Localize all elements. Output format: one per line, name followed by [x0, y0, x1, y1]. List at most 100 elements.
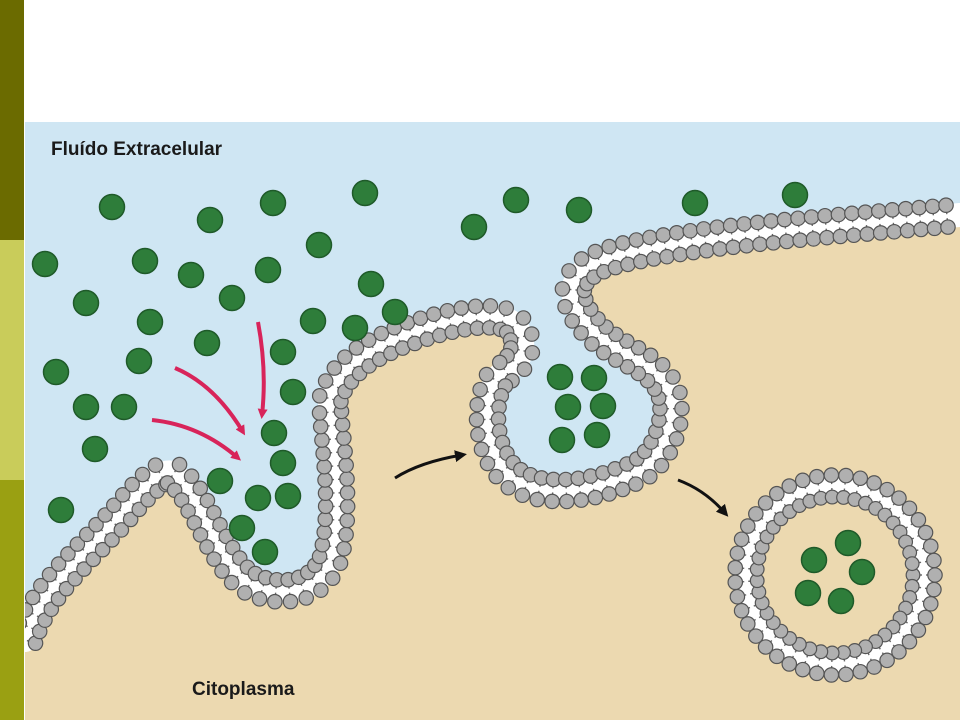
lipid-head — [373, 325, 390, 342]
lipid-head — [879, 652, 895, 669]
lipid-head — [872, 225, 889, 241]
lipid-head — [857, 204, 874, 220]
lipid-head — [573, 492, 590, 508]
lipid-head — [412, 310, 429, 327]
lipid-head — [206, 504, 222, 521]
particle — [177, 261, 205, 289]
particle — [681, 189, 709, 217]
lipid-head — [910, 512, 927, 528]
lipid-head — [468, 411, 485, 428]
lipid-head — [917, 524, 934, 541]
lipid-head — [317, 511, 334, 528]
lipid-head — [763, 213, 779, 229]
influx-arrows — [151, 321, 268, 461]
lipid-head — [601, 238, 617, 255]
lipid-head — [453, 300, 470, 316]
lipid-head — [444, 324, 461, 341]
lipid-head — [913, 221, 929, 238]
lipid-head — [748, 506, 764, 522]
lipid-head — [478, 366, 495, 383]
particle — [554, 393, 582, 421]
lipid-head — [859, 226, 876, 242]
particle — [781, 181, 809, 209]
particle — [800, 546, 828, 574]
lipid-head — [819, 229, 835, 246]
lipid-head — [668, 224, 685, 241]
lipid-head — [736, 216, 752, 232]
lipid-head — [619, 359, 636, 375]
endocytic-vesicle-membrane — [727, 467, 943, 683]
lipid-head — [832, 228, 849, 245]
lipid-head — [439, 302, 456, 319]
lipid-head — [50, 556, 67, 572]
lipid-head — [171, 456, 188, 473]
particle — [460, 213, 488, 241]
particle — [98, 193, 126, 221]
lipid-head — [733, 602, 750, 619]
membrane-core — [25, 203, 960, 652]
lipid-head — [192, 480, 209, 497]
lipid-head — [901, 633, 918, 650]
plasma-membrane — [25, 197, 960, 652]
lipid-head — [561, 263, 577, 279]
lipid-head — [641, 468, 658, 485]
lipid-head — [336, 430, 352, 446]
lipid-head — [324, 570, 341, 586]
lipid-head — [901, 500, 918, 517]
lipid-head — [653, 457, 670, 474]
lipid-head — [654, 356, 671, 373]
lipid-head — [573, 251, 590, 267]
lipid-head — [926, 220, 943, 237]
particle — [305, 231, 333, 259]
lipid-head — [659, 248, 675, 265]
lipid-head — [695, 221, 712, 237]
lipid-head — [662, 444, 679, 461]
lipid-head — [607, 352, 624, 368]
lipid-head — [470, 426, 486, 443]
lipid-head — [78, 526, 95, 543]
lipid-head — [830, 206, 847, 223]
lipid-head — [628, 232, 645, 248]
lipid-head — [336, 540, 352, 557]
lipid-head — [317, 485, 334, 501]
process-arrow-release — [677, 478, 729, 517]
lipid-head — [67, 570, 83, 587]
lipid-head — [910, 622, 927, 638]
lipid-head — [467, 298, 484, 315]
particle — [848, 558, 876, 586]
lipid-head — [339, 484, 356, 501]
lipid-head — [757, 639, 774, 655]
lipid-head — [897, 200, 914, 217]
lipid-head — [76, 561, 92, 577]
particle — [565, 196, 593, 224]
lipid-head — [672, 416, 689, 432]
sidebar-top-block — [0, 0, 24, 240]
process-arrows — [394, 450, 729, 517]
lipid-head — [469, 396, 485, 413]
endocytosis-diagram: Fluído Extracelular Citoplasma — [25, 122, 960, 720]
lipid-head — [97, 507, 113, 523]
lipid-head — [564, 313, 581, 329]
lipid-head — [587, 243, 604, 260]
lipid-head — [646, 251, 662, 267]
particle — [193, 329, 221, 357]
lipid-head — [922, 596, 939, 612]
particle — [72, 289, 100, 317]
lipid-head — [488, 468, 504, 485]
lipid-head — [805, 231, 822, 247]
lipid-head — [899, 222, 916, 239]
particle — [589, 392, 617, 420]
lipid-head — [776, 211, 793, 228]
lipid-head — [311, 388, 328, 404]
particle — [357, 270, 385, 298]
lipid-head — [668, 431, 685, 447]
lipid-head — [332, 555, 349, 572]
lipid-head — [615, 235, 631, 251]
lipid-head — [891, 644, 907, 660]
particle — [827, 587, 855, 615]
lipid-head — [337, 443, 353, 460]
lipid-head — [313, 582, 329, 598]
particle — [228, 514, 256, 542]
particle — [125, 347, 153, 375]
lipid-head — [620, 256, 636, 273]
